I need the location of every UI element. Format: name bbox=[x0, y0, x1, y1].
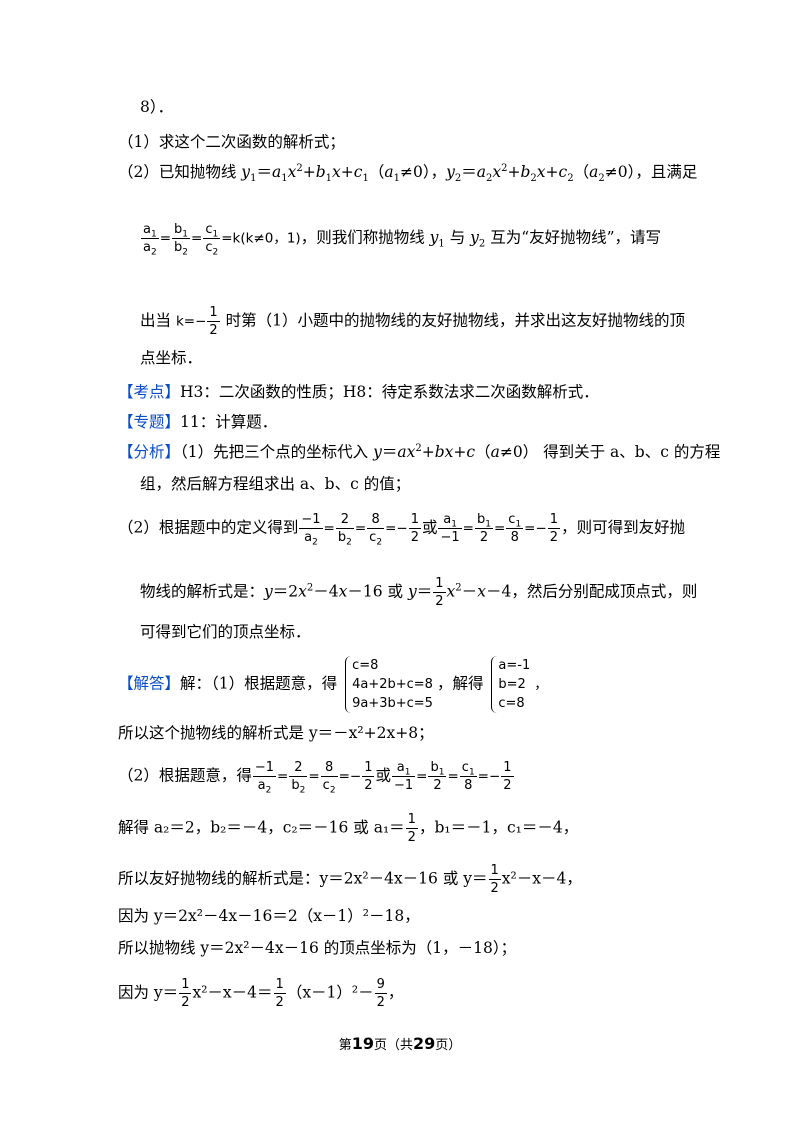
question-part-1: （1）求这个二次函数的解析式； bbox=[118, 133, 345, 151]
fenxi-row-1: 【分析】（1）先把三个点的坐标代入 y＝ax2+bx+c（a≠0） 得到关于 a… bbox=[118, 442, 721, 461]
fenxi-row-5: 可得到它们的顶点坐标． bbox=[140, 623, 311, 641]
jieda-row-7: 所以抛物线 y＝2x²－4x－16 的顶点坐标为（1，－18）； bbox=[118, 939, 517, 957]
page-number: 19 bbox=[351, 1034, 374, 1053]
page-total: 29 bbox=[413, 1034, 436, 1053]
kaodian-tag: 【考点】 bbox=[118, 383, 181, 401]
page-footer: 第19页（共29页） bbox=[338, 1034, 462, 1053]
kaodian-row: 【考点】H3：二次函数的性质；H8：待定系数法求二次函数解析式． bbox=[118, 383, 599, 401]
zhuanti-tag: 【专题】 bbox=[118, 413, 181, 431]
jieda-row-6: 因为 y＝2x²－4x－16＝2（x－1）²－18， bbox=[118, 907, 420, 925]
question-end: 点坐标． bbox=[140, 349, 203, 367]
fenxi-tag: 【分析】 bbox=[118, 443, 181, 461]
zhuanti-row: 【专题】11：计算题． bbox=[118, 413, 278, 431]
jieda-row-2: 所以这个抛物线的解析式是 y＝－x²+2x+8； bbox=[118, 724, 434, 742]
jieda-tag: 【解答】 bbox=[118, 674, 181, 693]
fenxi-row-2: 组，然后解方程组求出 a、b、c 的值； bbox=[140, 475, 411, 493]
line-continuation: 8）． bbox=[140, 98, 174, 116]
question-part-2: （2）已知抛物线 y1＝a1x2+b1x+c1（a1≠0），y2＝a2x2+b2… bbox=[118, 162, 698, 185]
